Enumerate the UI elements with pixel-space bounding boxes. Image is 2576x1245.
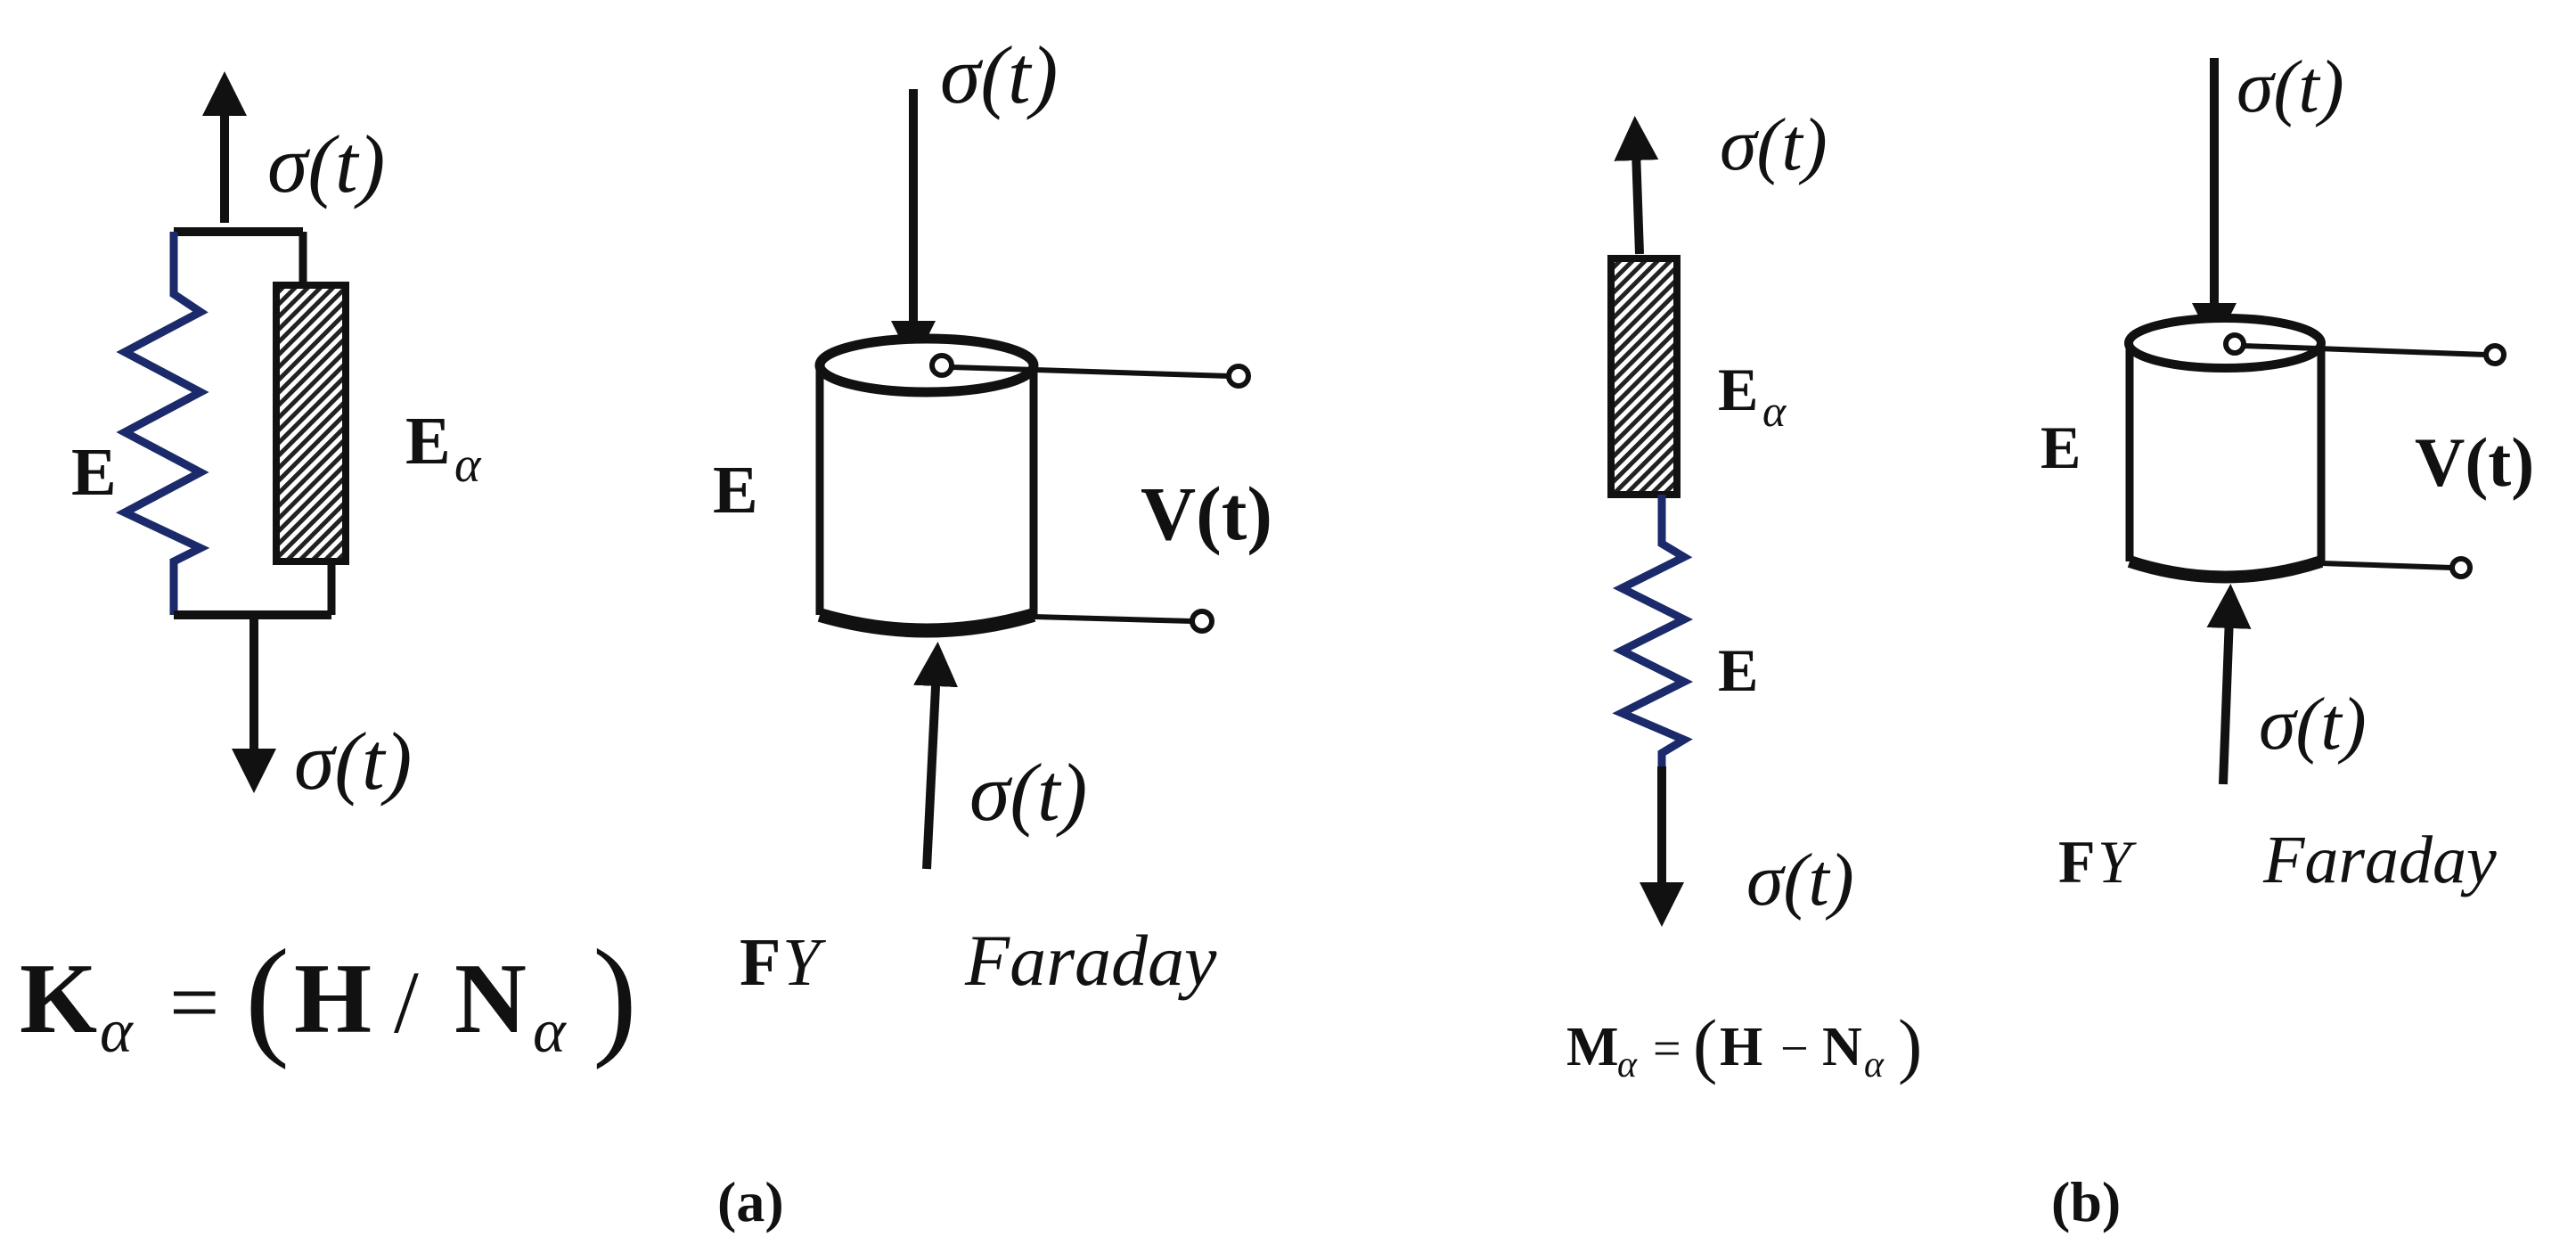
cell-b-V-label: V(t) [2415, 423, 2534, 501]
cell-a-V-label: V(t) [1141, 471, 1272, 556]
cell-b-bottom-lead [2320, 561, 2453, 570]
panel-a-kelvin-model: σ(t) E E α σ(t) [71, 71, 482, 807]
cell-a-sigma-bottom-label: σ(t) [969, 747, 1087, 838]
cell-b-FY-Y: Y [2098, 828, 2137, 896]
maxwell-dashpot-label: E [1718, 356, 1758, 423]
maxwell-sigma-bottom-label: σ(t) [1746, 839, 1854, 921]
maxwell-formula-N: N [1822, 1017, 1862, 1077]
cell-a-top-lead [951, 364, 1231, 379]
cell-b-E-label: E [2040, 414, 2081, 481]
maxwell-spring-label: E [1718, 636, 1758, 704]
kelvin-formula-rparen: ) [593, 922, 637, 1070]
kelvin-dashpot-label: E [405, 404, 451, 479]
panel-b-faraday-cell: σ(t) E V(t) σ(t) F Y Faraday [2040, 45, 2534, 897]
cell-a-faraday-label: Faraday [964, 920, 1217, 1001]
kelvin-spring [115, 232, 210, 615]
caption-b: (b) [2051, 1170, 2121, 1233]
kelvin-formula-lparen: ( [245, 922, 290, 1070]
kelvin-dashpot-element [273, 282, 349, 565]
cell-a-top-ellipse [814, 333, 1039, 397]
cell-b-sigma-top-label: σ(t) [2237, 45, 2344, 128]
cell-a-E-label: E [713, 453, 758, 528]
cell-a-bottom-edge [817, 608, 1036, 638]
cell-a-top-terminal-inner [929, 353, 954, 378]
cell-a-bottom-lead [1033, 614, 1193, 624]
cell-b-sigma-bottom-label: σ(t) [2259, 683, 2367, 766]
kelvin-spring-label: E [71, 435, 117, 510]
cell-a-bottom-force-arrow [913, 642, 959, 870]
maxwell-top-force-arrow [1614, 116, 1659, 255]
caption-a: (a) [717, 1170, 784, 1233]
cell-b-top-terminal-inner [2223, 332, 2246, 356]
cell-b-bottom-force-arrow [2206, 584, 2252, 785]
maxwell-dashpot-subscript: α [1762, 386, 1787, 436]
panel-a-faraday-cell: σ(t) E V(t) σ(t) F Y Faraday [713, 29, 1272, 1001]
maxwell-formula-minus: − [1780, 1021, 1809, 1077]
cell-b-top-lead [2243, 343, 2487, 357]
cell-b-top-terminal [2483, 343, 2506, 366]
kelvin-dashpot-subscript: α [454, 438, 482, 493]
maxwell-formula: M α = ( H − N α ) [1566, 1004, 1922, 1085]
cell-a-sigma-top-label: σ(t) [940, 29, 1058, 120]
maxwell-formula-M: M [1566, 1017, 1619, 1077]
kelvin-sigma-top-label: σ(t) [267, 119, 385, 209]
kelvin-formula-N: N [454, 944, 527, 1054]
maxwell-formula-rparen: ) [1898, 1004, 1922, 1085]
kelvin-formula-equals: = [169, 953, 219, 1052]
kelvin-formula-slash: / [394, 953, 419, 1052]
panel-b-maxwell-model: σ(t) E α E σ(t) [1607, 103, 1854, 927]
cell-b-FY-F: F [2058, 828, 2096, 896]
kelvin-formula-H: H [294, 944, 372, 1054]
maxwell-sigma-top-label: σ(t) [1720, 103, 1828, 186]
maxwell-formula-N-subscript: α [1864, 1044, 1885, 1085]
cell-a-top-terminal [1226, 364, 1251, 389]
kelvin-sigma-bottom-label: σ(t) [294, 716, 412, 807]
cell-a-FY-Y: Y [782, 925, 827, 1000]
maxwell-dashpot-element [1607, 255, 1681, 498]
maxwell-spring [1612, 495, 1694, 766]
maxwell-formula-equals: = [1653, 1021, 1681, 1077]
maxwell-formula-lparen: ( [1693, 1004, 1717, 1085]
cell-b-bottom-terminal [2449, 556, 2473, 579]
maxwell-formula-M-subscript: α [1617, 1044, 1638, 1085]
cell-b-faraday-label: Faraday [2262, 823, 2497, 897]
cell-a-bottom-terminal [1190, 609, 1214, 634]
cell-a-FY-F: F [740, 925, 781, 1000]
kelvin-formula-N-subscript: α [533, 997, 567, 1066]
kelvin-formula-K: K [20, 944, 97, 1054]
kelvin-formula-K-subscript: α [100, 997, 134, 1066]
kelvin-formula: K α = ( H / N α ) [20, 922, 637, 1070]
maxwell-formula-H: H [1720, 1017, 1762, 1077]
cell-b-bottom-edge [2127, 555, 2324, 584]
